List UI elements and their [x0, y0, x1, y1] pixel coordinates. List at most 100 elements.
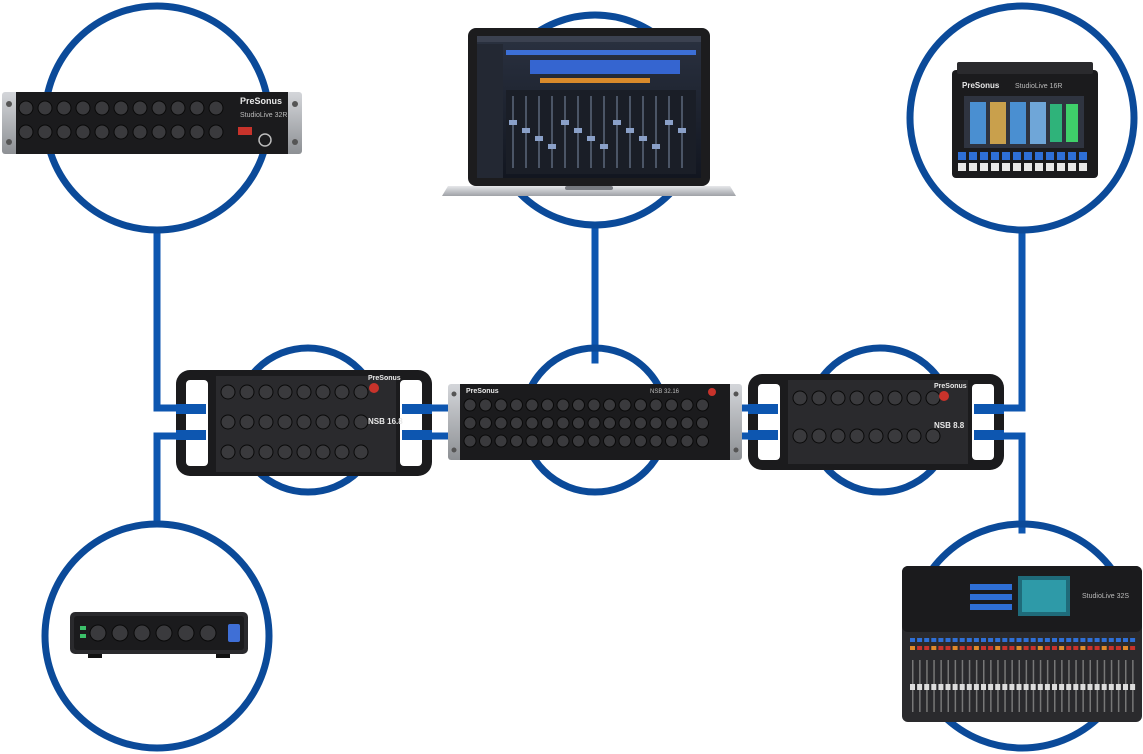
xlr-jack-icon [277, 414, 293, 430]
xlr-jack-icon [220, 384, 236, 400]
pad-button [1046, 152, 1054, 160]
xlr-jack-icon [603, 434, 616, 448]
fader-cap [665, 120, 673, 125]
fader-track [551, 96, 553, 168]
select-button [973, 638, 979, 642]
xlr-jack-icon [170, 100, 186, 116]
xlr-jack-icon [906, 390, 922, 406]
xlr-jack-icon [556, 434, 570, 448]
pad-button [991, 163, 999, 171]
xlr-jack-icon [75, 100, 91, 116]
fader-cap [626, 128, 634, 133]
fader-cap [548, 144, 556, 149]
mute-button [981, 646, 986, 650]
xlr-jack-icon [696, 416, 709, 430]
xlr-jack-icon [494, 416, 508, 430]
xlr-jack-icon [296, 414, 312, 430]
xlr-jack-icon [258, 414, 274, 430]
ethercon-port-icon [199, 624, 217, 642]
fader-cap [600, 144, 608, 149]
fader-track [564, 96, 566, 168]
select-button [910, 638, 915, 642]
cable-console [996, 432, 1026, 534]
xlr-jack-icon [906, 428, 922, 444]
xlr-jack-icon [353, 444, 369, 460]
pad-button [1068, 163, 1076, 171]
select-button [1087, 638, 1093, 642]
pad-button [1079, 152, 1087, 160]
xlr-jack-icon [811, 390, 827, 406]
xlr-jack-icon [680, 416, 694, 430]
xlr-jack-icon [296, 384, 312, 400]
mute-button [959, 646, 965, 650]
nsb-center-brand-label: PreSonus [466, 388, 499, 395]
large-console-icon: StudioLive 32S [902, 566, 1142, 722]
pad-button [980, 152, 988, 160]
fader-cap [981, 684, 986, 690]
fader-cap [652, 144, 660, 149]
pad-button [1046, 163, 1054, 171]
pad-button [1002, 152, 1010, 160]
fader-cap [924, 684, 930, 690]
ethercon-port-icon [89, 624, 107, 642]
fader-cap [945, 684, 951, 690]
xlr-jack-icon [315, 444, 331, 460]
rack-model-label: StudioLive 32R [240, 112, 287, 119]
pad-button [1035, 152, 1043, 160]
select-button [938, 638, 944, 642]
xlr-jack-icon [94, 100, 110, 116]
xlr-jack-icon [315, 414, 331, 430]
mute-button [1059, 646, 1065, 650]
fader-cap [509, 120, 517, 125]
mute-button [1080, 646, 1086, 650]
xlr-jack-icon [665, 434, 678, 448]
xlr-jack-icon [587, 434, 601, 448]
mixer-brand-label: PreSonus [962, 81, 1000, 90]
xlr-jack-icon [353, 384, 369, 400]
xlr-jack-icon [189, 124, 205, 140]
select-button [1123, 638, 1128, 642]
mute-button [966, 646, 972, 650]
rack-brand-label: PreSonus [240, 96, 282, 106]
fader-cap [910, 684, 915, 690]
stagebox-center: PreSonus NSB 32.16 [448, 384, 742, 460]
xlr-jack-icon [925, 428, 941, 444]
xlr-jack-icon [603, 416, 616, 430]
xlr-jack-icon [277, 444, 293, 460]
mute-button [988, 646, 994, 650]
laptop-daw-icon [442, 28, 736, 196]
select-button [988, 638, 994, 642]
xlr-jack-icon [556, 398, 570, 412]
fader-cap [959, 684, 965, 690]
xlr-jack-icon [208, 124, 224, 140]
xlr-jack-icon [830, 428, 846, 444]
xlr-jack-icon [887, 428, 903, 444]
xlr-jack-icon [849, 428, 865, 444]
xlr-jack-icon [353, 414, 369, 430]
fader-cap [1066, 684, 1072, 690]
xlr-jack-icon [634, 398, 647, 412]
select-button [931, 638, 937, 642]
pad-button [991, 152, 999, 160]
select-button [945, 638, 951, 642]
fader-cap [587, 136, 595, 141]
select-button [1094, 638, 1100, 642]
pad-button [1024, 163, 1032, 171]
fader-cap [535, 136, 543, 141]
xlr-jack-icon [868, 390, 884, 406]
fader-cap [1030, 684, 1036, 690]
xlr-jack-icon [75, 124, 91, 140]
fader-cap [1052, 684, 1057, 690]
compact-mixer-icon: PreSonus StudioLive 16R [952, 62, 1098, 178]
fader-cap [1002, 684, 1008, 690]
nsb-right-model-label: NSB 8.8 [934, 421, 965, 430]
xlr-jack-icon [510, 398, 523, 412]
pad-button [1002, 163, 1010, 171]
mute-button [973, 646, 979, 650]
pad-button [1079, 163, 1087, 171]
nsb-center-model-label: NSB 32.16 [650, 389, 680, 395]
xlr-jack-icon [925, 390, 941, 406]
mute-button [1016, 646, 1022, 650]
select-button [1044, 638, 1050, 642]
xlr-jack-icon [239, 414, 255, 430]
